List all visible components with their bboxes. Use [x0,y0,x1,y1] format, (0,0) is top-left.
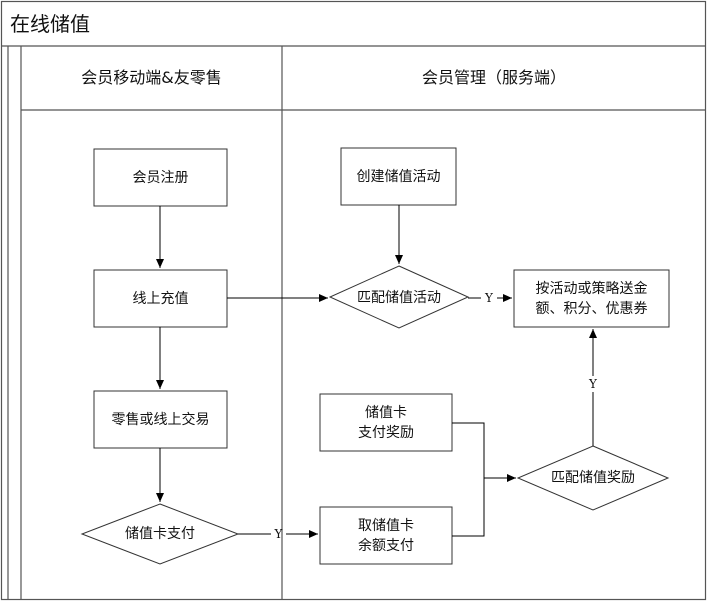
lane-header-left: 会员移动端&友零售 [81,68,222,87]
label-create-activity: 创建储值活动 [356,168,441,185]
lane-header-right: 会员管理（服务端） [421,68,566,87]
edge-label-y-reward-to-outcome: Y [589,377,597,391]
label-card-pay-decision: 储值卡支付 [125,526,195,542]
label-card-pay-reward: 储值卡 支付奖励 [358,404,414,441]
label-register: 会员注册 [132,169,189,186]
node-deduct-balance [319,506,453,565]
node-reward-outcome [513,269,670,328]
edge-label-y-card-to-deduct: Y [274,527,283,541]
node-match-activity [328,265,470,329]
node-online-recharge [93,269,228,328]
label-reward-outcome: 按活动或策略送金 额、积分、优惠券 [535,280,648,317]
edge-deduct-to-merge [452,478,485,537]
label-match-reward: 匹配储值奖励 [551,470,635,486]
label-match-activity: 匹配储值活动 [357,290,441,306]
edge-label-y-match-to-outcome: Y [485,291,493,305]
node-card-pay-decision [80,503,240,565]
edge-reward-to-merge [452,422,485,478]
label-deduct-balance: 取储值卡 余额支付 [358,517,414,554]
node-card-pay-reward [319,393,453,452]
node-retail-trade [93,390,228,449]
node-create-activity [340,147,457,206]
diagram-title: 在线储值 [10,12,90,36]
label-online-recharge: 线上充值 [132,290,189,307]
label-retail-trade: 零售或线上交易 [111,411,210,428]
node-match-reward [516,445,670,511]
